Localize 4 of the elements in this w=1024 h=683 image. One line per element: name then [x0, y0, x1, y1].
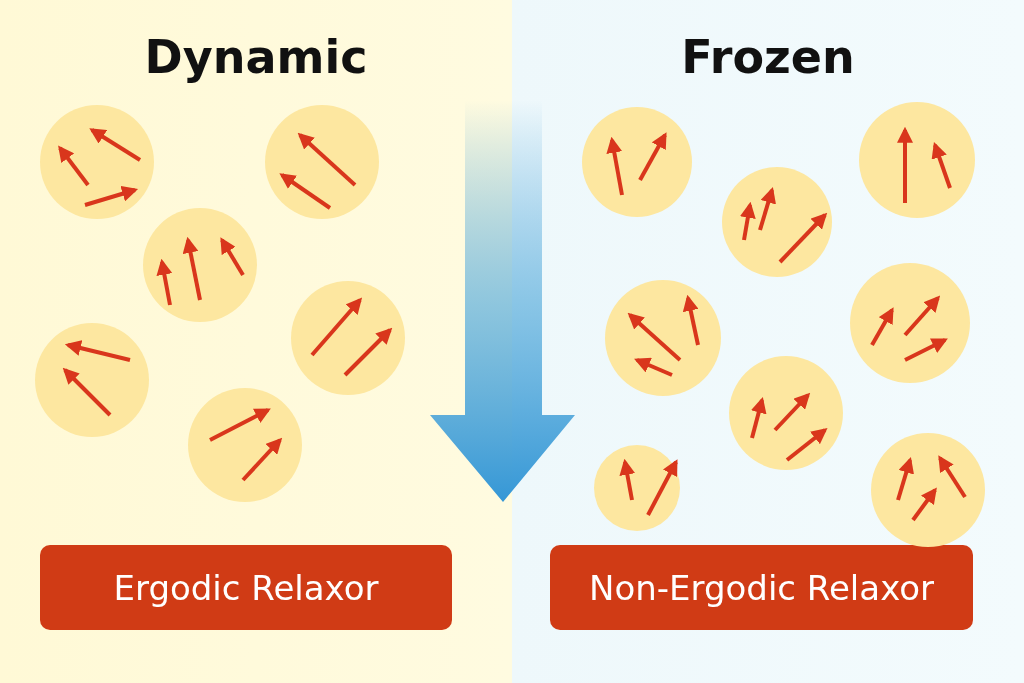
panel-heading: Frozen — [680, 30, 856, 86]
label-banner: Ergodic Relaxor — [40, 545, 452, 630]
label-banner: Non-Ergodic Relaxor — [550, 545, 973, 630]
panel-heading: Dynamic — [143, 30, 369, 86]
